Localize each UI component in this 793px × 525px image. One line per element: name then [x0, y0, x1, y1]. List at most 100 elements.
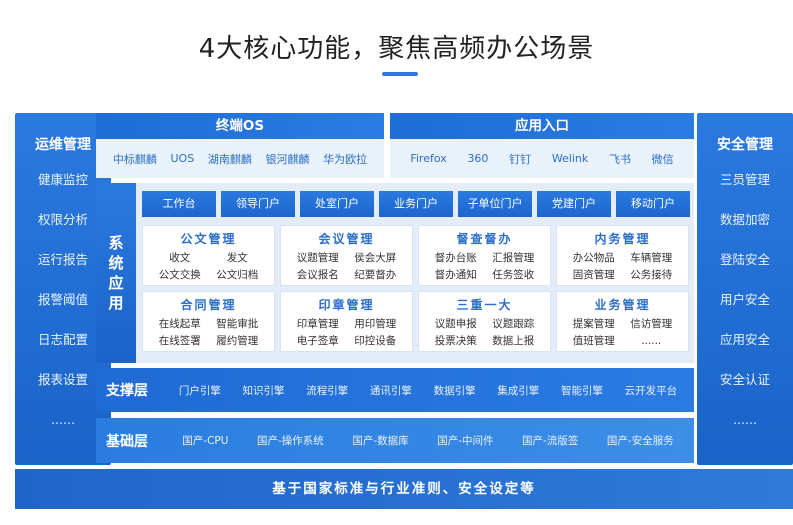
module-item: 用印管理 — [354, 318, 397, 330]
system-apps-block: 系 统 应 用 工作台 领导门户 处室门户 业务门户 子单位门户 党建门户 移动… — [96, 183, 694, 363]
ops-item: 运行报告 — [37, 252, 88, 267]
ops-list: 健康监控 权限分析 运行报告 报警阈值 日志配置 报表设置 ...... — [15, 170, 111, 450]
module-item: 议题申报 — [434, 318, 477, 330]
security-item: ...... — [733, 412, 757, 427]
system-apps-label-char: 统 — [108, 254, 124, 272]
portal-leader: 领导门户 — [221, 191, 295, 217]
module-card-title: 会议管理 — [318, 232, 375, 246]
module-card-three-one: 三重一大 议题申报 议题跟踪 投票决策 数据上报 — [418, 291, 551, 352]
app-entry-item: Firefox — [410, 152, 447, 165]
security-item: 数据加密 — [719, 212, 770, 227]
support-layer-item: 集成引擎 — [497, 384, 540, 397]
support-layer-item: 数据引擎 — [433, 384, 476, 397]
ops-management-title: 运维管理 — [35, 137, 91, 153]
module-item: 任务签收 — [492, 269, 535, 281]
module-card-title: 公文管理 — [180, 232, 237, 246]
module-item: 督办台账 — [434, 252, 477, 264]
module-card-title: 内务管理 — [594, 232, 651, 246]
module-item: 督办通知 — [434, 269, 477, 281]
ops-item: 日志配置 — [37, 332, 88, 347]
module-item: 汇报管理 — [492, 252, 535, 264]
base-layer-item: 国产-流版签 — [522, 435, 579, 447]
portal-department: 处室门户 — [300, 191, 374, 217]
module-item: 会议报名 — [296, 269, 339, 281]
support-layer-item: 通讯引擎 — [369, 384, 412, 397]
module-card-document: 公文管理 收文 发文 公文交换 公文归档 — [142, 225, 275, 286]
security-item: 用户安全 — [719, 292, 770, 307]
module-item: 固资管理 — [572, 269, 615, 281]
module-item: 办公物品 — [572, 252, 615, 264]
module-item: 发文 — [226, 252, 248, 264]
module-item: 值班管理 — [572, 335, 615, 347]
security-item: 三员管理 — [719, 172, 770, 187]
module-card-seal: 印章管理 印章管理 用印管理 电子签章 印控设备 — [280, 291, 413, 352]
module-card-contract: 合同管理 在线起草 智能审批 在线签署 履约管理 — [142, 291, 275, 352]
portal-workbench: 工作台 — [142, 191, 216, 217]
terminal-os-item: UOS — [170, 152, 195, 165]
terminal-os-title: 终端OS — [96, 113, 384, 139]
app-entry-item: Welink — [551, 152, 589, 165]
support-layer-list: 门户引擎 知识引擎 流程引擎 通讯引擎 数据引擎 集成引擎 智能引擎 云开发平台 — [168, 383, 694, 398]
base-layer-list: 国产-CPU 国产-操作系统 国产-数据库 国产-中间件 国产-流版签 国产-安… — [168, 433, 694, 448]
system-apps-label-char: 应 — [108, 274, 124, 292]
system-apps-label-char: 用 — [108, 294, 124, 312]
page-title: 4大核心功能，聚焦高频办公场景 — [198, 34, 595, 64]
support-layer: 支撑层 门户引擎 知识引擎 流程引擎 通讯引擎 数据引擎 集成引擎 智能引擎 云… — [96, 368, 694, 412]
standards-footer: 基于国家标准与行业准则、安全设定等 — [15, 469, 793, 509]
ops-management-column: 运维管理 健康监控 权限分析 运行报告 报警阈值 日志配置 报表设置 .....… — [15, 113, 111, 465]
module-cards: 公文管理 收文 发文 公文交换 公文归档 会议管理 议题管理 侯会大屏 会议报名… — [142, 225, 689, 352]
module-item: 印章管理 — [296, 318, 339, 330]
title-underline — [382, 72, 418, 76]
module-item: 智能审批 — [216, 318, 259, 330]
ops-item: 报表设置 — [37, 372, 88, 387]
app-entry-title: 应用入口 — [390, 113, 694, 139]
ops-item: ...... — [51, 412, 75, 427]
base-layer-item: 国产-操作系统 — [256, 435, 324, 447]
module-item: 议题跟踪 — [492, 318, 535, 330]
module-card-title: 业务管理 — [594, 298, 651, 312]
support-layer-item: 知识引擎 — [242, 384, 285, 397]
portal-party: 党建门户 — [537, 191, 611, 217]
module-item: 提案管理 — [572, 318, 615, 330]
security-item: 应用安全 — [719, 332, 770, 347]
system-apps-label: 系 统 应 用 — [96, 183, 136, 363]
module-card-title: 合同管理 — [180, 298, 237, 312]
system-apps-label-char: 系 — [108, 234, 124, 252]
module-card-meeting: 会议管理 议题管理 侯会大屏 会议报名 纪要督办 — [280, 225, 413, 286]
terminal-os-item: 华为欧拉 — [323, 152, 368, 166]
module-card-business: 业务管理 提案管理 信访管理 值班管理 ...... — [556, 291, 689, 352]
module-item: 公文归档 — [216, 269, 259, 281]
app-entry-item: 360 — [467, 152, 489, 165]
security-management-column: 安全管理 三员管理 数据加密 登陆安全 用户安全 应用安全 安全认证 .....… — [697, 113, 793, 465]
module-item: 纪要督办 — [354, 269, 397, 281]
app-entry-item: 飞书 — [608, 152, 631, 166]
security-management-title: 安全管理 — [717, 137, 773, 153]
module-item: 公文交换 — [158, 269, 201, 281]
ops-item: 权限分析 — [37, 212, 88, 227]
module-item: 收文 — [169, 252, 191, 264]
module-item: 数据上报 — [492, 335, 535, 347]
module-card-supervision: 督查督办 督办台账 汇报管理 督办通知 任务签收 — [418, 225, 551, 286]
portal-mobile: 移动门户 — [616, 191, 690, 217]
module-item: 投票决策 — [434, 335, 477, 347]
support-layer-item: 门户引擎 — [178, 384, 221, 397]
ops-item: 报警阈值 — [37, 292, 88, 307]
terminal-os-list: 中标麒麟 UOS 湖南麒麟 银河麒麟 华为欧拉 — [96, 139, 384, 178]
base-layer: 基础层 国产-CPU 国产-操作系统 国产-数据库 国产-中间件 国产-流版签 … — [96, 418, 694, 463]
portal-subunit: 子单位门户 — [458, 191, 532, 217]
module-item: 履约管理 — [216, 335, 259, 347]
base-layer-item: 国产-安全服务 — [606, 435, 674, 447]
portal-business: 业务门户 — [379, 191, 453, 217]
base-layer-item: 国产-中间件 — [437, 435, 494, 447]
app-entry-list: Firefox 360 钉钉 Welink 飞书 微信 — [390, 139, 694, 178]
support-layer-item: 流程引擎 — [306, 384, 349, 397]
module-item: 电子签章 — [296, 335, 339, 347]
module-item: 印控设备 — [354, 335, 397, 347]
app-entry-box: 应用入口 Firefox 360 钉钉 Welink 飞书 微信 — [390, 113, 694, 178]
module-card-title: 印章管理 — [318, 298, 375, 312]
terminal-os-item: 银河麒麟 — [265, 152, 310, 166]
app-entry-item: 钉钉 — [509, 152, 532, 166]
module-card-title: 三重一大 — [456, 298, 513, 312]
app-entry-item: 微信 — [651, 152, 674, 166]
terminal-os-box: 终端OS 中标麒麟 UOS 湖南麒麟 银河麒麟 华为欧拉 — [96, 113, 384, 178]
